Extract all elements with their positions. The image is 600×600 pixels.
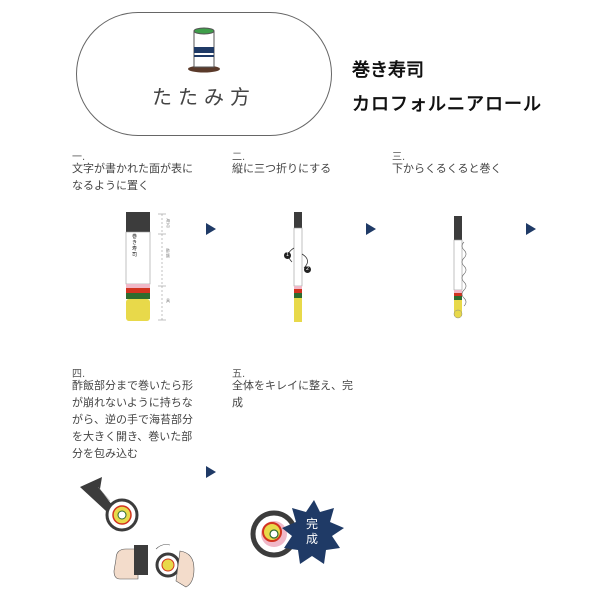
step-3-illustration (453, 216, 467, 319)
product-title-line2: カロフォルニアロール (352, 94, 542, 115)
step-2-number: 二. (232, 152, 246, 163)
step-2-line: 縦に三つ折りにする (232, 162, 332, 175)
header-pill: たたみ方 (76, 12, 332, 136)
next-arrow-icon (366, 223, 376, 235)
complete-badge-text: 完 成 (302, 517, 322, 547)
step-2-marker-2: 2 (304, 266, 311, 273)
step-1-line: なるように置く (72, 179, 149, 192)
step-2-illustration (288, 212, 308, 322)
step-4-line: 酢飯部分まで巻いたら形 (72, 379, 193, 392)
step-4-text: 酢飯部分まで巻いたら形 が崩れないように持ちな がら、逆の手で海苔部分 を大きく… (72, 377, 193, 462)
step-1-label-rice: 酢飯 (166, 248, 170, 258)
step-5-text: 全体をキレイに整え、完 成 (232, 377, 353, 411)
step-1-line: 文字が書かれた面が表に (72, 162, 193, 175)
step-2-text: 縦に三つ折りにする (232, 160, 331, 177)
product-title-line1: 巻き寿司 (352, 60, 424, 81)
complete-badge-line2: 成 (305, 532, 318, 546)
step-3-number: 三. (392, 152, 406, 163)
step-3-line: 下からくるくると巻く (392, 162, 502, 175)
step-1-text: 文字が書かれた面が表に なるように置く (72, 160, 193, 194)
step-4-line: がら、逆の手で海苔部分 (72, 413, 193, 426)
step-1-label-filling: 具 (166, 298, 170, 303)
step-2-marker-1: 1 (284, 252, 291, 259)
step-4-illustration (80, 477, 195, 588)
step-4-line: が崩れないように持ちな (72, 396, 193, 409)
step-4-line: を大きく開き、巻いた部 (72, 430, 193, 443)
roll-cup-icon (188, 27, 220, 73)
step-2-marker-2-label: 2 (305, 266, 310, 272)
step-1-illustration (125, 212, 166, 321)
step-5-line: 成 (232, 396, 243, 409)
next-arrow-icon (206, 466, 216, 478)
step-1-towel-text: 巻き寿司 (132, 234, 138, 258)
step-4-number: 四. (72, 369, 86, 380)
hand-icon (113, 544, 195, 588)
step-2-marker-1-label: 1 (285, 252, 290, 258)
step-1-number: 一. (72, 152, 86, 163)
next-arrow-icon (206, 223, 216, 235)
pill-title: たたみ方 (152, 85, 256, 109)
complete-badge-line1: 完 (305, 517, 318, 531)
step-3-text: 下からくるくると巻く (392, 160, 502, 177)
step-5-illustration (250, 500, 344, 564)
step-1-label-nori: 海苔 (166, 218, 170, 228)
step-5-number: 五. (232, 369, 246, 380)
next-arrow-icon (526, 223, 536, 235)
step-5-line: 全体をキレイに整え、完 (232, 379, 353, 392)
complete-badge-icon (282, 500, 344, 564)
step-4-line: 分を包み込む (72, 447, 138, 460)
